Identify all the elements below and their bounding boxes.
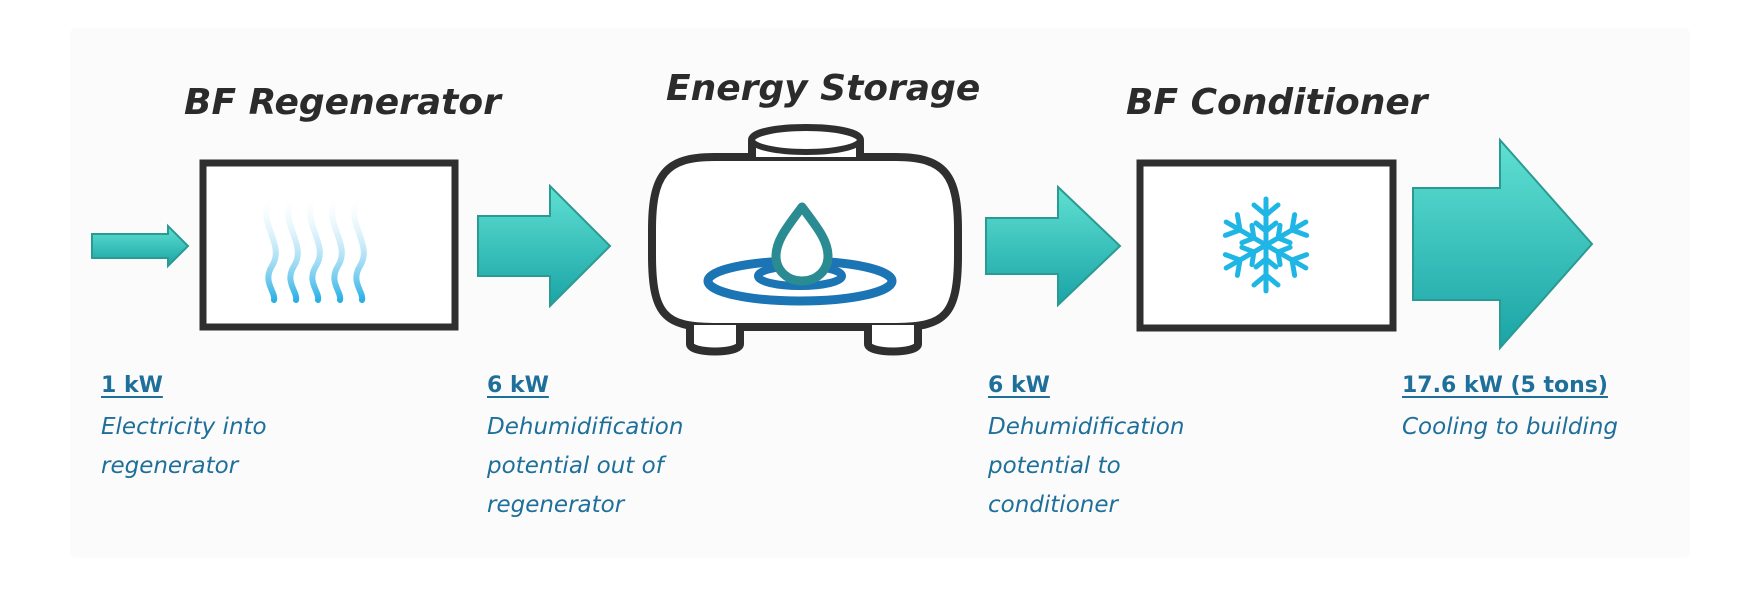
regenerator-title: BF Regenerator — [184, 82, 501, 123]
flow-arrow-electricity — [91, 223, 190, 269]
flow-value: 1 kW — [101, 373, 163, 398]
flow-value: 6 kW — [988, 373, 1050, 398]
flow-caption-conditioner-input: 6 kW Dehumidification potential to condi… — [988, 373, 1184, 525]
flow-arrow-conditioner-input — [985, 184, 1122, 308]
energy-storage-title: Energy Storage — [666, 68, 981, 109]
conditioner-title: BF Conditioner — [1126, 82, 1428, 123]
flow-description: Dehumidification potential out of regene… — [487, 414, 684, 518]
flow-value: 6 kW — [487, 373, 549, 398]
flow-description: Cooling to building — [1402, 414, 1618, 440]
flow-caption-electricity: 1 kW Electricity into regenerator — [101, 373, 267, 486]
flow-caption-regenerator-output: 6 kW Dehumidification potential out of r… — [487, 373, 683, 525]
flow-value: 17.6 kW (5 tons) — [1402, 373, 1608, 398]
flow-arrow-regenerator-output — [477, 183, 612, 309]
flow-description: Dehumidification potential to conditione… — [988, 414, 1185, 518]
snowflake-icon — [1220, 196, 1312, 291]
flow-description: Electricity into regenerator — [101, 414, 267, 479]
tank-lid-top — [749, 125, 863, 155]
water-droplet-icon — [771, 202, 833, 286]
tank-foot-left — [686, 325, 744, 356]
regenerator-box — [199, 159, 459, 331]
heat-waves-icon — [263, 197, 367, 303]
flow-arrow-cooling-output — [1412, 137, 1594, 351]
flow-caption-cooling: 17.6 kW (5 tons) Cooling to building — [1402, 373, 1618, 447]
tank-foot-right — [864, 325, 922, 356]
